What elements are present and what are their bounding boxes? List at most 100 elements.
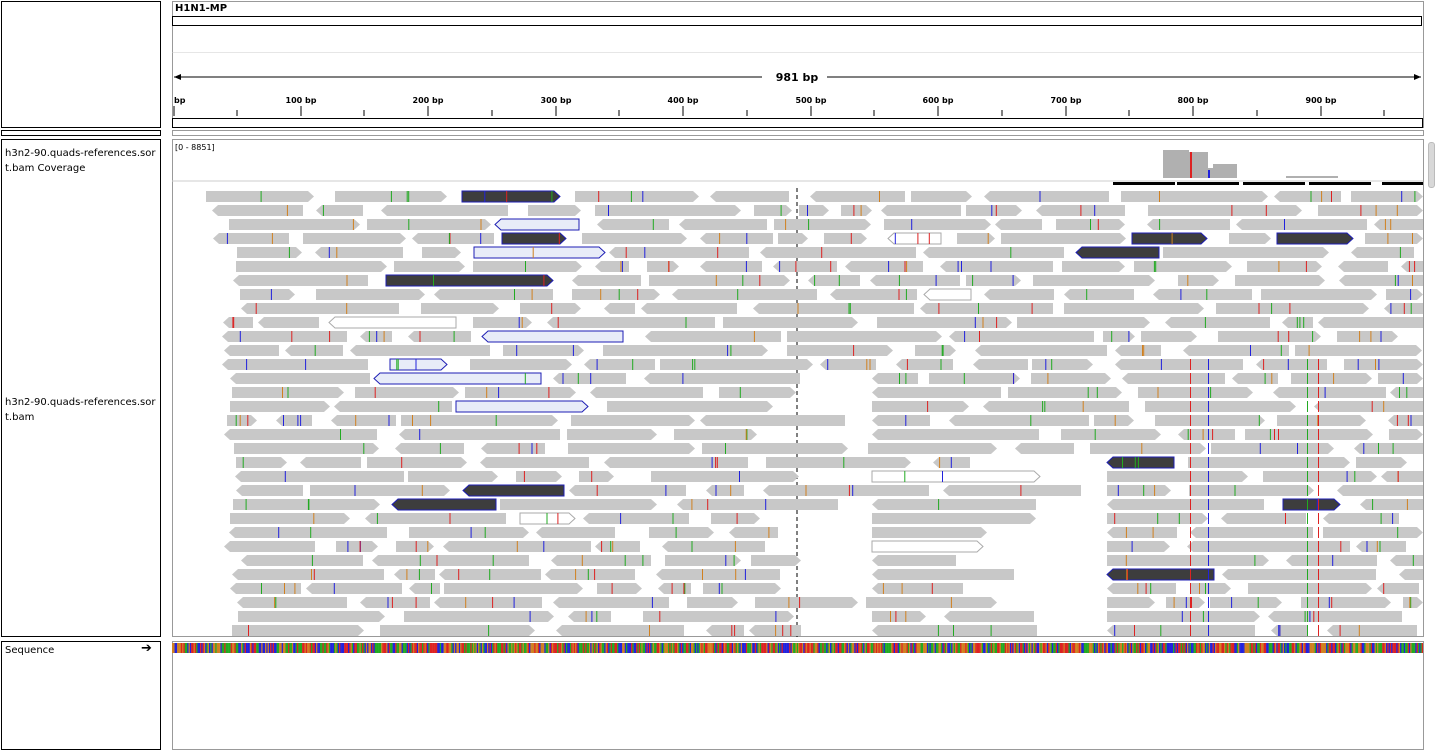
alignment-read[interactable] [1163, 247, 1329, 258]
alignment-read[interactable] [1138, 387, 1253, 398]
alignment-read[interactable] [1008, 387, 1122, 398]
alignment-read[interactable] [808, 275, 860, 286]
alignment-read[interactable] [238, 611, 385, 622]
alignment-read[interactable] [1356, 541, 1406, 552]
alignment-read[interactable] [877, 317, 1012, 328]
alignment-read[interactable] [1337, 485, 1423, 496]
alignment-read[interactable] [551, 555, 651, 566]
alignment-read[interactable] [1218, 331, 1321, 342]
alignment-read[interactable] [881, 205, 961, 216]
alignment-read[interactable] [394, 569, 435, 580]
alignment-read[interactable] [872, 401, 969, 412]
alignment-read[interactable] [1301, 597, 1391, 608]
alignment-read[interactable] [227, 415, 257, 426]
alignment-read[interactable] [1378, 373, 1423, 384]
alignment-read[interactable] [224, 541, 315, 552]
alignment-read[interactable] [1399, 569, 1423, 580]
alignment-read[interactable] [658, 583, 691, 594]
alignment-read[interactable] [422, 247, 461, 258]
scrollbar-thumb[interactable] [1428, 142, 1435, 188]
alignment-read[interactable] [434, 597, 542, 608]
alignment-read[interactable] [455, 400, 589, 413]
alignment-read[interactable] [872, 569, 1014, 580]
alignment-read[interactable] [572, 275, 641, 286]
alignment-read[interactable] [700, 415, 845, 426]
alignment-read[interactable] [1344, 359, 1423, 370]
alignment-read[interactable] [872, 625, 1037, 636]
alignment-read[interactable] [920, 303, 1053, 314]
alignment-read[interactable] [1147, 219, 1230, 230]
alignment-read[interactable] [1339, 275, 1423, 286]
alignment-read[interactable] [1015, 443, 1074, 454]
alignment-read[interactable] [1365, 233, 1423, 244]
coverage-track-name[interactable]: h3n2-90.quads-references.sort.bam Covera… [5, 148, 156, 174]
alignment-read[interactable] [1360, 499, 1423, 510]
alignment-read[interactable] [1268, 611, 1402, 622]
alignment-read[interactable] [1222, 569, 1376, 580]
alignment-read[interactable] [367, 457, 467, 468]
alignment-read[interactable] [237, 247, 302, 258]
alignment-read[interactable] [949, 331, 1094, 342]
alignment-read[interactable] [553, 597, 669, 608]
alignment-read[interactable] [1351, 191, 1423, 202]
alignment-read[interactable] [799, 205, 829, 216]
alignment-read[interactable] [609, 247, 749, 258]
alignment-read[interactable] [1286, 555, 1377, 566]
alignment-read[interactable] [1277, 415, 1366, 426]
alignment-read[interactable] [590, 387, 703, 398]
alignment-read[interactable] [569, 485, 686, 496]
alignment-read[interactable] [365, 513, 506, 524]
alignment-read[interactable] [462, 484, 565, 497]
alignment-read[interactable] [306, 583, 402, 594]
alignment-read[interactable] [872, 499, 1036, 510]
alignment-read[interactable] [1122, 373, 1225, 384]
chromosome-ideogram[interactable] [172, 16, 1422, 26]
alignment-read[interactable] [1337, 331, 1398, 342]
alignment-read[interactable] [222, 359, 368, 370]
alignment-read[interactable] [984, 289, 1054, 300]
alignment-read[interactable] [651, 471, 799, 482]
alignment-read[interactable] [1107, 471, 1248, 482]
alignment-read[interactable] [711, 513, 760, 524]
alignment-read[interactable] [236, 457, 287, 468]
alignment-read[interactable] [229, 219, 360, 230]
alignment-read[interactable] [568, 443, 695, 454]
alignment-read[interactable] [1017, 317, 1150, 328]
alignment-read[interactable] [336, 541, 378, 552]
alignment-read[interactable] [665, 555, 741, 566]
alignment-read[interactable] [303, 233, 406, 244]
alignment-read[interactable] [1390, 555, 1423, 566]
alignment-read[interactable] [1271, 625, 1307, 636]
alignment-read[interactable] [871, 540, 984, 553]
alignment-read[interactable] [983, 401, 1129, 412]
alignment-read[interactable] [1115, 345, 1161, 356]
alignment-read[interactable] [241, 303, 399, 314]
alignment-read[interactable] [872, 373, 918, 384]
alignment-read[interactable] [229, 527, 387, 538]
alignment-read[interactable] [872, 611, 926, 622]
alignment-read[interactable] [571, 415, 695, 426]
alignment-read[interactable] [774, 219, 871, 230]
alignment-read[interactable] [481, 443, 545, 454]
alignment-read[interactable] [1221, 513, 1306, 524]
alignment-read[interactable] [583, 513, 689, 524]
alignment-read[interactable] [702, 443, 848, 454]
alignment-read[interactable] [1001, 233, 1126, 244]
alignment-read[interactable] [749, 625, 801, 636]
alignment-read[interactable] [520, 303, 581, 314]
track-scrollbar[interactable] [1427, 141, 1436, 635]
alignment-read[interactable] [385, 274, 554, 287]
alignment-read[interactable] [1062, 261, 1125, 272]
alignment-read[interactable] [1075, 246, 1160, 259]
alignment-read[interactable] [223, 317, 253, 328]
alignment-read[interactable] [674, 429, 757, 440]
alignment-read[interactable] [1145, 401, 1296, 412]
alignment-read[interactable] [841, 205, 872, 216]
alignment-read[interactable] [1134, 261, 1232, 272]
alignment-read[interactable] [1107, 625, 1255, 636]
alignment-read[interactable] [1107, 527, 1177, 538]
alignment-read[interactable] [421, 303, 499, 314]
alignment-read[interactable] [641, 303, 737, 314]
alignment-read[interactable] [461, 190, 561, 203]
